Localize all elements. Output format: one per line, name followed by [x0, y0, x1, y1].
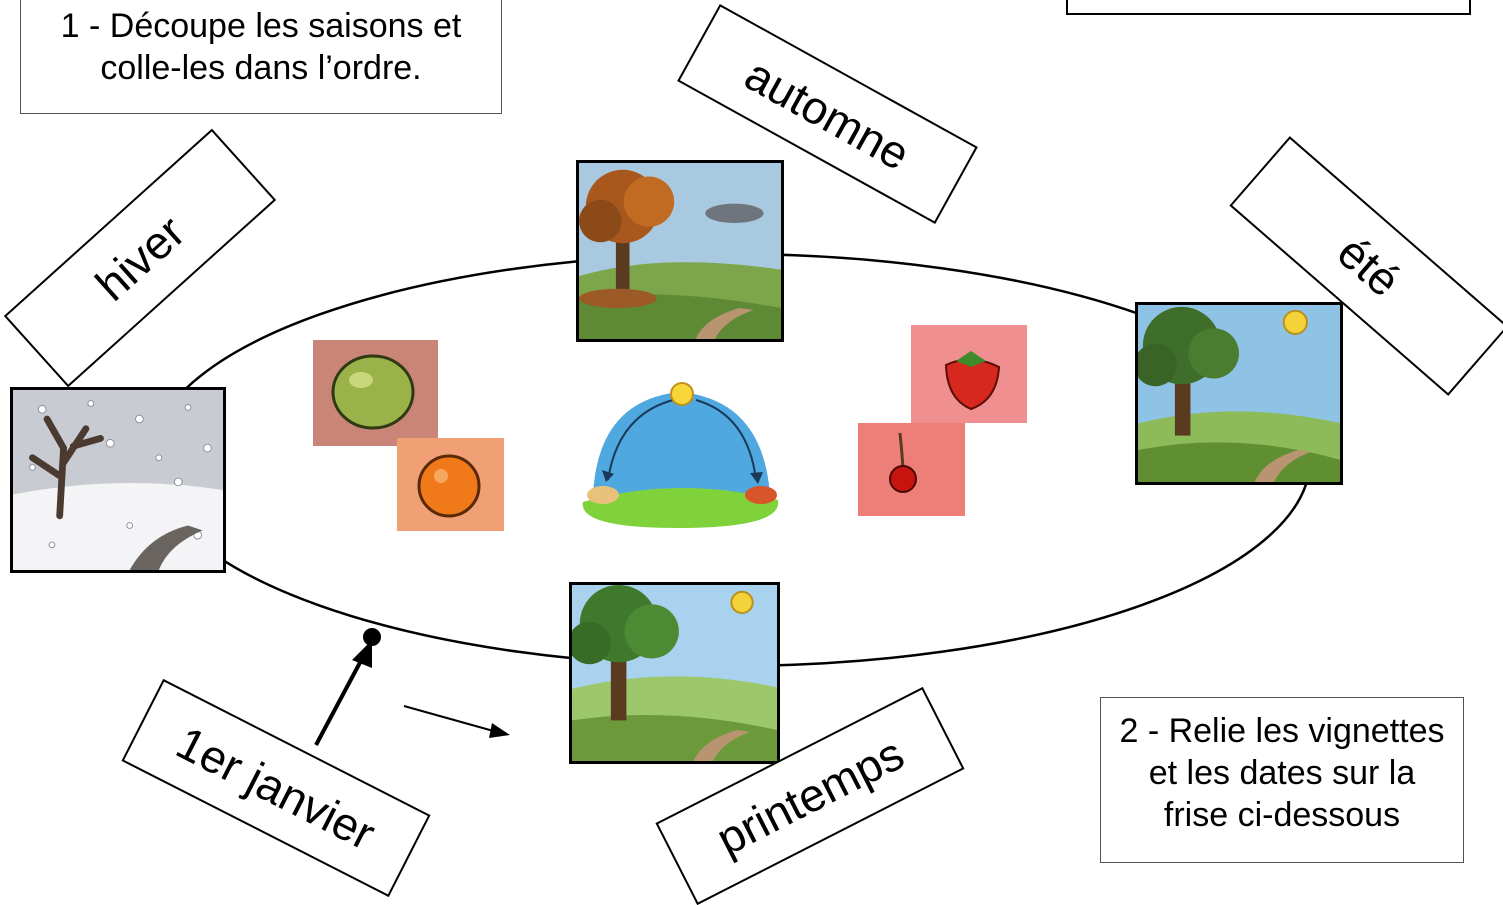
- autumn-scene: [576, 160, 784, 342]
- autumn-tree-icon: [579, 163, 781, 339]
- spring-tree-sun-icon: [572, 585, 777, 761]
- direction-arrow-head: [489, 723, 510, 738]
- instruction-step-1: 1 - Découpe les saisons et colle-les dan…: [20, 0, 502, 114]
- instruction-step-2: 2 - Relie les vignettes et les dates sur…: [1100, 697, 1464, 863]
- snowy-bare-tree-icon: [13, 390, 223, 570]
- pointer-arrow-line: [314, 654, 366, 746]
- instruction-step-2-line-1: 2 - Relie les vignettes: [1119, 712, 1445, 750]
- direction-arrow-line: [403, 705, 498, 733]
- apple-icon: [313, 340, 438, 446]
- spring-scene: [569, 582, 780, 764]
- apple-card: [313, 340, 438, 446]
- empty-answer-box: [1066, 0, 1471, 15]
- pointer-arrow-head: [352, 640, 372, 668]
- summer-scene: [1135, 302, 1343, 485]
- instruction-step-1-line-1: 1 - Découpe les saisons et: [60, 7, 462, 45]
- winter-scene: [10, 387, 226, 573]
- label-ete-text: été: [1327, 225, 1411, 307]
- instruction-step-2-line-3: frise ci-dessous: [1163, 796, 1401, 834]
- instruction-step-1-line-2: colle-les dans l’ordre.: [100, 49, 422, 87]
- orange-icon: [397, 438, 504, 531]
- cherry-card: [858, 423, 965, 516]
- sun-arc-cycle-icon: [582, 382, 779, 528]
- january-marker-dot: [363, 628, 381, 646]
- sun-cycle-illustration: [578, 370, 783, 530]
- summer-tree-sun-icon: [1138, 305, 1340, 482]
- instruction-step-2-line-2: et les dates sur la: [1148, 754, 1416, 792]
- strawberry-icon: [911, 325, 1027, 423]
- orange-card: [397, 438, 504, 531]
- strawberry-card: [911, 325, 1027, 423]
- cherry-icon: [858, 423, 965, 516]
